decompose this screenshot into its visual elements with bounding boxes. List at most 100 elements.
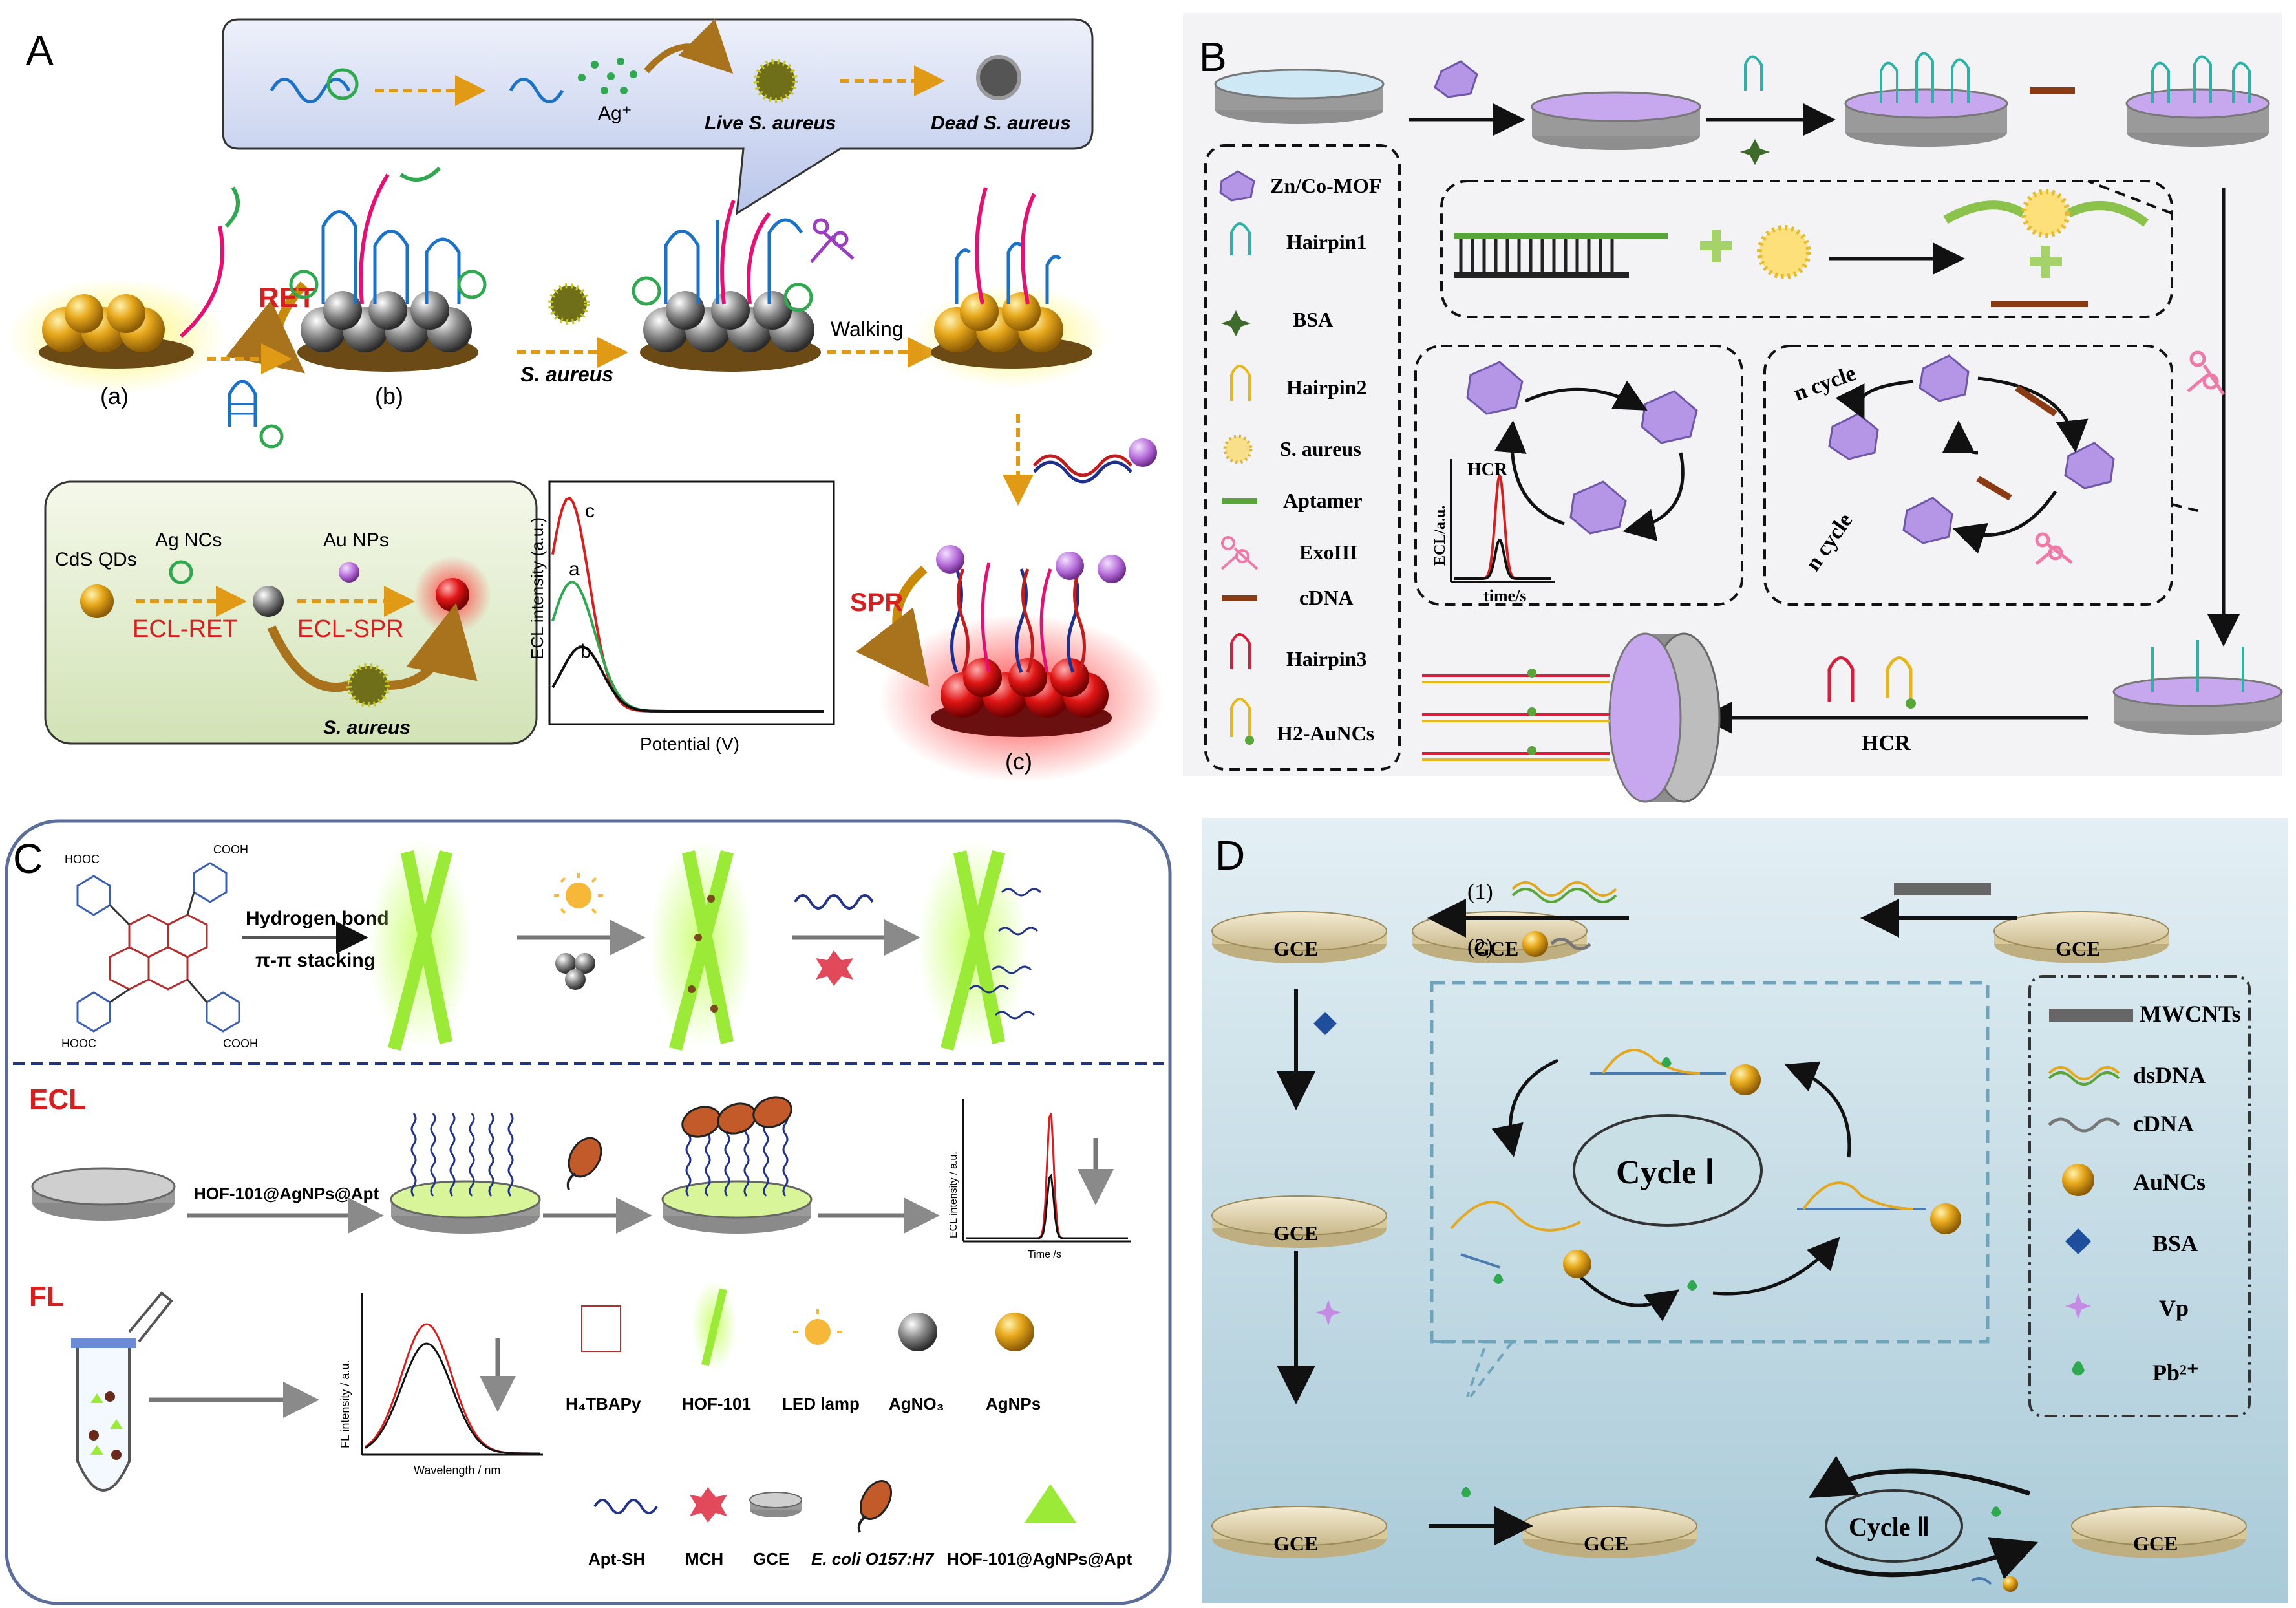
fl-chart: FL intensity / a.u. Wavelength / nm [339,1293,543,1477]
bottom-row-b: HCR [1422,632,2283,803]
legend-pb: Pb²⁺ [2152,1360,2199,1386]
legend-hairpin2: Hairpin2 [1286,376,1366,399]
cycle-1-label: Cycle Ⅰ [1616,1154,1715,1191]
ecl-ret-label: ECL-RET [133,616,238,643]
mini-curve-black [1454,538,1551,580]
ecl-section-label: ECL [29,1084,86,1115]
dead-s-aureus-icon [976,55,1021,100]
mwcnt-top-icon [1894,883,1991,895]
mechanism-box: CdS QDs Ag NCs ECL-RET Au NPs ECL-SPR S.… [44,480,538,745]
ecl-chart: ECL intensity (a.u.) Potential (V) c a b [527,480,835,754]
label-c: (c) [1005,748,1032,775]
live-s-aureus-label: Live S. aureus [705,113,836,134]
cycle-2: Cycle Ⅱ [1808,1455,2039,1592]
pi-stacking-label: π-π stacking [255,950,376,971]
mof-icon [1434,60,1478,98]
live-s-aureus-icon [754,59,798,103]
hooc-top-label: HOOC [65,853,100,866]
electrode-a: (a) [6,278,226,409]
label-a: (a) [100,383,129,409]
apt-sh-icon [794,894,874,910]
led-lamp-icon [554,873,603,914]
hcr-cycle-box: HCR ECL/a.u. time/s [1414,345,1743,606]
recognition-box [1440,180,2173,318]
gce-disk-label: GCE [2133,1532,2178,1555]
ecl-time-ylabel: ECL intensity / a.u. [948,1152,959,1238]
panel-c-legend: H₄TBAPy HOF-101 LED lamp AgNO₃ AgNPs Apt… [566,1280,1132,1569]
legend-dsdna: dsDNA [2133,1062,2206,1088]
legend-bsa-d: BSA [2152,1230,2198,1256]
legend-apt-sh: Apt-SH [588,1549,645,1569]
ecl-spr-label: ECL-SPR [297,616,404,643]
bsa-icon [1740,139,1770,165]
legend-cdna: cDNA [2133,1111,2194,1137]
led-legend-icon [793,1309,842,1345]
curve-b [551,645,824,713]
ecl-curve-black [966,1173,1128,1239]
cooh-top-label: COOH [213,843,248,856]
gce-disk: GCE [2071,1506,2247,1558]
modified-electrode-2 [661,1096,813,1234]
curve-a-label: a [569,559,580,580]
gce-disk-label: GCE [1273,937,1318,960]
mini-chart-ylabel: ECL/a.u. [1432,506,1449,566]
cycle-1-box: Cycle Ⅰ [1430,981,1990,1398]
s-aureus-arrow-label: S. aureus [520,363,613,386]
ecl-chart-ylabel: ECL intensity (a.u.) [527,517,547,659]
gce-disk: GCE [1211,1506,1387,1558]
panel-b-legend: Zn/Co-MOF Hairpin1 BSA Hairpin2 S. aureu… [1204,144,1401,771]
legend-cdna: cDNA [1299,586,1354,609]
electrode-right [915,187,1109,388]
legend-auncs: AuNCs [2133,1169,2206,1195]
gce-disk: GCE [1211,911,1387,963]
ecl-time-chart: ECL intensity / a.u. Time /s [948,1099,1131,1260]
fl-xlabel: Wavelength / nm [414,1464,500,1477]
panel-c-letter: C [13,835,43,882]
legend-s-aureus: S. aureus [1280,437,1361,460]
hof-arrow-label: HOF-101@AgNPs@Apt [194,1184,379,1203]
ag-nc-icon [326,68,359,100]
hooc-bottom-label: HOOC [61,1037,96,1050]
gce-disk: GCE [1522,1506,1697,1558]
legend-mch: MCH [685,1549,723,1569]
ecl-chart-xlabel: Potential (V) [640,734,739,754]
cds-qd-icon [80,584,114,618]
gce-electrode-c [31,1167,176,1221]
step1-label: (1) [1467,880,1493,904]
cooh-bottom-label: COOH [223,1037,258,1050]
hof-rods-1 [368,841,472,1051]
legend-agnps: AgNPs [986,1394,1041,1413]
legend-mwcnts: MWCNTs [2140,1001,2241,1027]
legend-gce: GCE [753,1549,789,1569]
legend-bsa: BSA [1293,308,1333,331]
curve-b-label: b [580,641,591,662]
walking-label: Walking [831,317,904,341]
cycle-2-label: Cycle Ⅱ [1849,1512,1929,1541]
panel-d-letter: D [1215,832,1245,879]
panel-a-letter: A [26,27,54,74]
panel-d-legend: MWCNTs dsDNA cDNA AuNCs BSA Vp Pb²⁺ [2028,975,2251,1417]
step2-label: (2) [1467,935,1493,959]
legend-h4tbapy: H₄TBAPy [566,1394,641,1413]
fl-ylabel: FL intensity / a.u. [339,1360,352,1448]
ag-ion-dots [578,58,637,94]
exoiii-scissors-icon [2187,350,2226,396]
legend-ecoli: E. coli O157:H7 [811,1549,935,1569]
disk-row [1214,52,2270,647]
gce-disk-label: GCE [2056,937,2100,960]
top-box: Ag⁺ Live S. aureus Dead S. aureus [222,18,1094,215]
h4tbapy-molecule [76,862,240,1033]
electrode-middle [632,199,855,372]
mch-icon [816,950,853,986]
gce-disk-label: GCE [1474,937,1518,960]
agnps-legend-icon [995,1313,1034,1351]
hcr-arrow-label: HCR [1862,731,1911,755]
aptamer-strand-icon [270,78,351,103]
fl-curve-black [365,1342,540,1455]
panel-d: D GCE GCE GCE GCE GCE GCE GCE (1) (2) [1202,818,2288,1603]
dead-s-aureus-label: Dead S. aureus [931,113,1071,134]
agno3-legend-icon [898,1313,937,1351]
gce-disk-label: GCE [1273,1221,1318,1245]
spr-label: SPR [850,588,903,617]
